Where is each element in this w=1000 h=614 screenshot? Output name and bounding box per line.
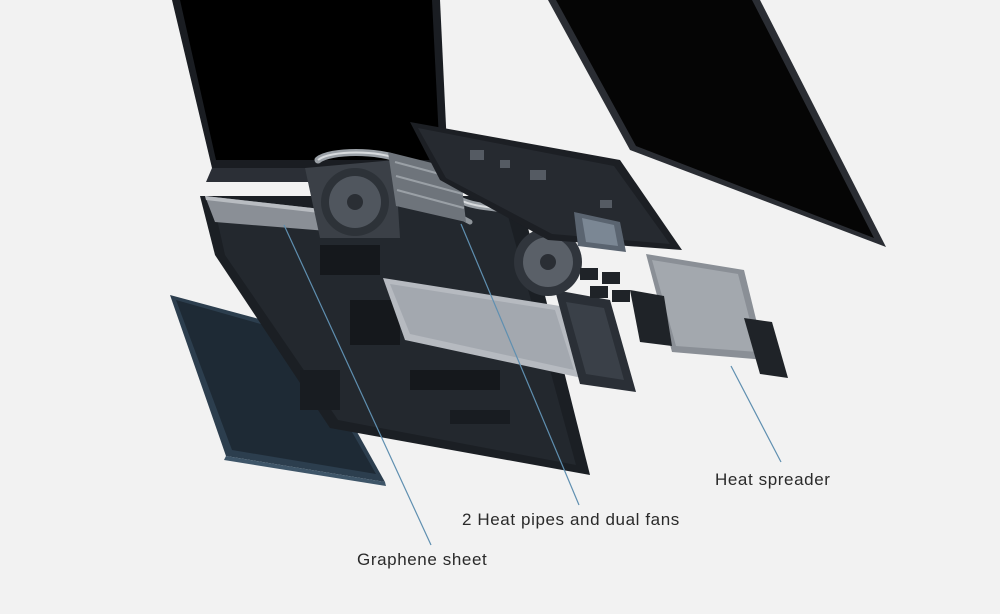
- fan-right: [514, 228, 582, 296]
- callout-heat-spreader: Heat spreader: [715, 470, 831, 489]
- fan-left: [305, 160, 400, 238]
- heat-spreader-part: [646, 254, 766, 360]
- display-panel: [548, 0, 886, 247]
- leader-line-heat-spreader: [730, 365, 782, 463]
- graphene-sheet: [205, 196, 340, 232]
- callout-heat-pipes: 2 Heat pipes and dual fans: [462, 510, 680, 529]
- memory-chips: [580, 268, 630, 302]
- motherboard: [410, 122, 682, 252]
- leader-lines: [283, 223, 782, 546]
- callout-graphene-sheet: Graphene sheet: [357, 550, 488, 569]
- laptop-display-lid: [172, 0, 452, 182]
- leader-line-graphene: [283, 224, 432, 546]
- battery-plate: [383, 278, 582, 378]
- thermal-pads: [630, 290, 788, 378]
- leader-line-heat-pipes: [460, 223, 580, 506]
- bottom-cover: [170, 295, 386, 486]
- internal-bracket: [555, 290, 636, 392]
